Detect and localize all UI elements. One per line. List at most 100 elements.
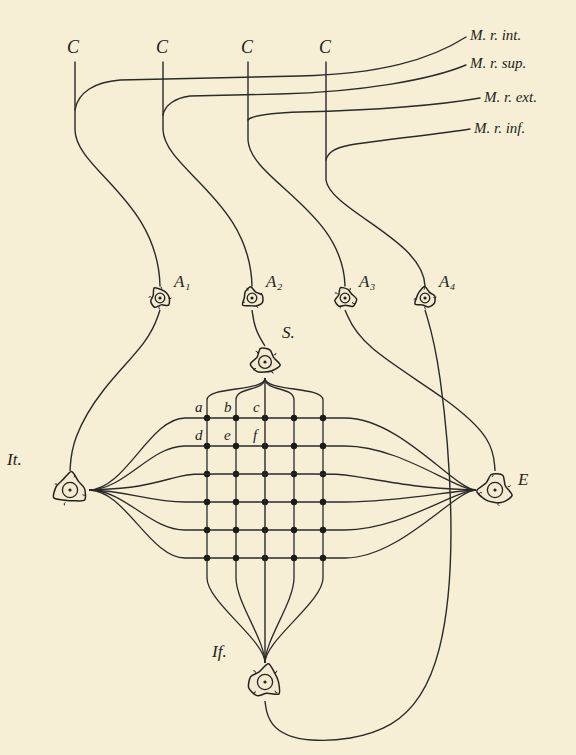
cell-process: [424, 306, 426, 309]
cell-body: [246, 663, 284, 701]
cell-process: [259, 293, 262, 295]
cell-nucleolus: [158, 296, 161, 299]
nerve-cell: A₃: [333, 286, 357, 310]
horizontal-fibre: [89, 490, 476, 558]
cell-body: [240, 286, 264, 310]
cell-outline: [415, 286, 435, 307]
cell-nucleus: [247, 293, 257, 303]
junction-dot: [233, 415, 239, 421]
junction-dot: [233, 443, 239, 449]
cell-process: [74, 474, 75, 477]
nerve-fibre: [70, 310, 160, 471]
cell-process: [64, 503, 65, 506]
junction-dot: [291, 499, 297, 505]
horizontal-fibre: [89, 490, 476, 502]
junction-dot: [320, 499, 326, 505]
cell-nucleus: [340, 293, 350, 303]
cell-nucleolus: [343, 296, 346, 299]
junction-dot: [320, 415, 326, 421]
centre-label: C: [156, 37, 168, 58]
cell-process: [274, 353, 276, 355]
cell-nucleus: [62, 482, 77, 497]
cell-process: [168, 298, 171, 300]
cell-process: [335, 293, 338, 294]
cell-body: [51, 471, 89, 509]
vertical-fibre: [265, 378, 323, 663]
junction-dot: [204, 415, 210, 421]
nerve-cell: S.: [249, 346, 281, 378]
cell-body: [148, 286, 172, 310]
cell-process: [256, 351, 258, 353]
horizontal-fibre: [89, 490, 476, 530]
junction-dot: [204, 527, 210, 533]
muscle-int-fibre: [75, 37, 466, 110]
cell-outline: [151, 288, 170, 308]
horizontal-fibre: [89, 446, 476, 490]
junction-letter: c: [252, 399, 261, 416]
cell-process: [253, 671, 255, 673]
junction-dot: [291, 443, 297, 449]
cell-body: [249, 346, 281, 378]
vertical-fibre: [236, 378, 265, 663]
cell-process: [349, 288, 351, 291]
horizontal-fibre: [89, 418, 476, 490]
nerve-fibre: [89, 474, 476, 490]
cell-label: A₃: [359, 273, 375, 292]
centre-label: C: [319, 37, 331, 58]
cell-label: E: [518, 471, 528, 490]
junction-letter: a: [194, 399, 204, 416]
cell-process: [414, 299, 417, 300]
junction-dot: [291, 415, 297, 421]
cell-process: [242, 302, 245, 304]
junction-dot: [233, 499, 239, 505]
cell-label: S.: [282, 324, 295, 343]
vertical-fibre: [265, 378, 294, 663]
cell-nucleolus: [493, 488, 496, 491]
cell-nucleolus: [263, 360, 266, 363]
junction-dot: [320, 527, 326, 533]
nerve-fibre: [252, 310, 265, 346]
junction-dot: [204, 443, 210, 449]
cell-process: [254, 692, 256, 694]
muscle-label: M. r. sup.: [470, 55, 526, 72]
cell-process: [160, 287, 162, 290]
junction-dot: [320, 555, 326, 561]
cell-nucleus: [155, 293, 165, 303]
nerve-fibre: [265, 310, 451, 740]
centre-label: C: [67, 37, 79, 58]
cell-process: [275, 671, 277, 673]
junction-letter: f: [252, 427, 258, 444]
cell-outline: [242, 287, 263, 306]
cell-label: A₁: [174, 273, 190, 292]
muscle-label: M. r. inf.: [474, 120, 525, 137]
muscle-label: M. r. ext.: [484, 89, 537, 106]
nerve-cell: A₁: [148, 286, 172, 310]
cell-process: [55, 484, 58, 485]
muscle-inf-fibre: [326, 129, 470, 160]
junction-dot: [291, 527, 297, 533]
cell-outline: [477, 474, 512, 503]
fibre-a1-up: [75, 62, 160, 286]
cell-body: [333, 286, 357, 310]
cell-process: [272, 371, 274, 373]
cell-outline: [335, 287, 357, 306]
cell-process: [275, 691, 277, 693]
cell-nucleolus: [68, 488, 71, 491]
cell-process: [433, 297, 436, 299]
cell-body: [413, 286, 437, 310]
cell-label: A₄: [439, 273, 455, 292]
cell-process: [149, 296, 152, 298]
cell-body: [476, 471, 514, 509]
nerve-cell: A₄: [413, 286, 437, 310]
junction-letter: b: [223, 399, 233, 416]
nerve-cell: A₂: [240, 286, 264, 310]
cell-outline: [248, 664, 279, 696]
cell-process: [83, 494, 86, 495]
cell-process: [352, 302, 355, 304]
cell-process: [158, 306, 160, 309]
junction-dot: [320, 443, 326, 449]
junction-dot: [233, 555, 239, 561]
muscle-label: M. r. int.: [470, 27, 521, 44]
